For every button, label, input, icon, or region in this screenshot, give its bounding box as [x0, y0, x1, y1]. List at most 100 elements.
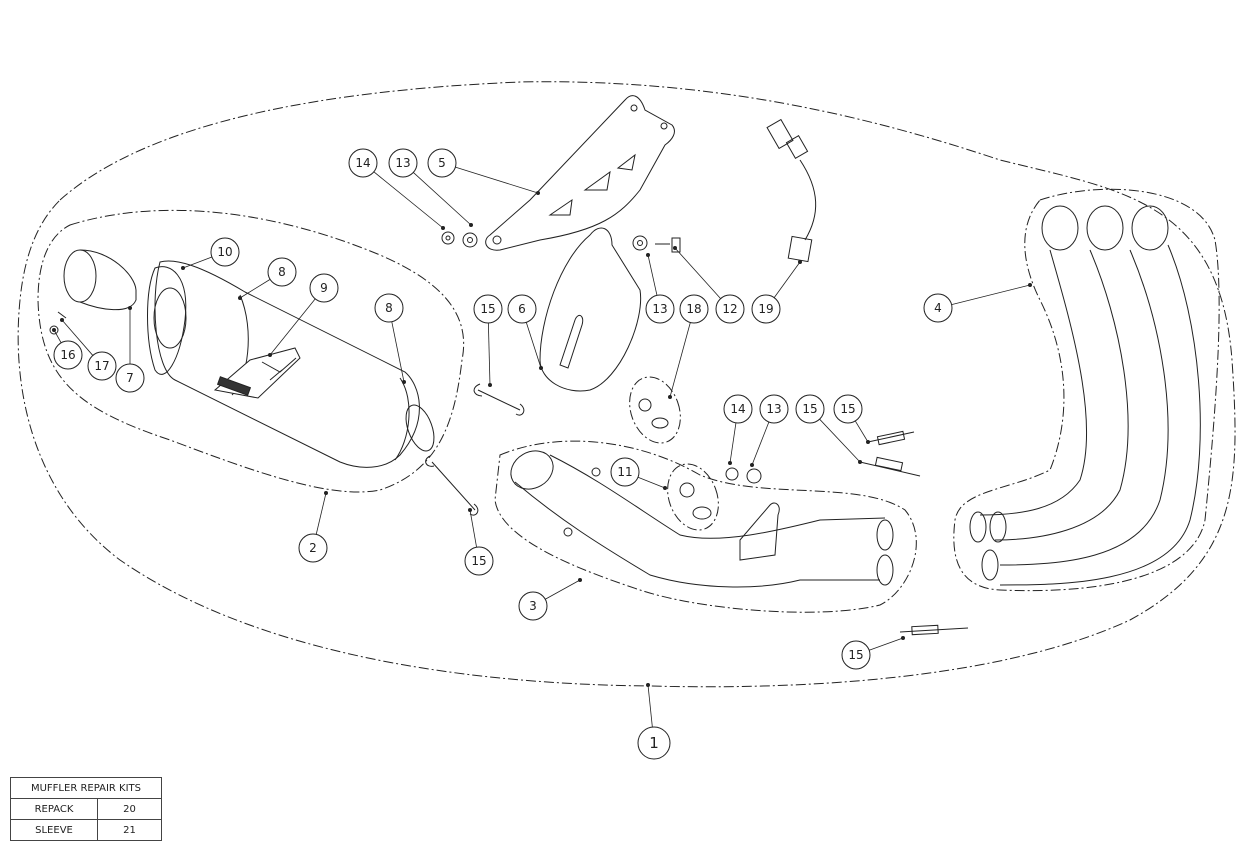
callout-11: 11: [610, 457, 667, 490]
callout-circle: [267, 257, 297, 287]
leader-line: [525, 322, 542, 369]
callout-14: 14: [348, 148, 445, 230]
callout-number: 15: [840, 402, 855, 416]
callout-12: 12: [673, 246, 745, 324]
callout-circle: [841, 640, 871, 670]
callout-circle: [645, 294, 675, 324]
leader-dot: [728, 461, 732, 465]
callout-1: 1: [637, 683, 671, 760]
callout-circle: [210, 237, 240, 267]
leader-dot: [488, 383, 492, 387]
callout-number: 13: [395, 156, 410, 170]
callout-circle: [53, 340, 83, 370]
callout-circle: [348, 148, 378, 178]
leader-line: [487, 322, 491, 386]
callout-3: 3: [518, 578, 582, 621]
callout-10: 10: [181, 237, 240, 270]
leader-dot: [268, 353, 272, 357]
leader-line: [819, 418, 861, 463]
callout-circle: [833, 394, 863, 424]
leader-line: [413, 172, 472, 226]
leader-dot: [1028, 283, 1032, 287]
callout-15: 15: [473, 294, 503, 387]
callout-number: 8: [385, 301, 393, 315]
callout-number: 5: [438, 156, 446, 170]
callout-number: 13: [652, 302, 667, 316]
leader-line: [854, 420, 869, 443]
callout-15: 15: [795, 394, 862, 464]
leader-line: [729, 422, 737, 464]
mid-pipe-part: [510, 450, 894, 588]
callout-16: 16: [52, 328, 83, 370]
callout-circle: [715, 294, 745, 324]
leader-dot: [750, 463, 754, 467]
callout-4: 4: [923, 283, 1032, 323]
mid-pipe-group-outline: [494, 440, 917, 613]
leader-dot: [578, 578, 582, 582]
callout-15: 15: [841, 636, 905, 670]
callout-circle: [637, 726, 671, 760]
callout-number: 12: [722, 302, 737, 316]
callout-circle: [795, 394, 825, 424]
callout-number: 18: [686, 302, 701, 316]
leader-dot: [646, 683, 650, 687]
leader-line: [669, 322, 691, 398]
callout-8: 8: [374, 293, 406, 384]
kit-number: 21: [97, 819, 162, 841]
header-group-outline: [953, 188, 1220, 592]
leader-dot: [668, 395, 672, 399]
callout-7: 7: [115, 306, 145, 393]
callout-circle: [374, 293, 404, 323]
muffler-part: [147, 260, 435, 468]
leader-dot: [901, 636, 905, 640]
callout-number: 15: [480, 302, 495, 316]
callout-circle: [759, 394, 789, 424]
callout-number: 17: [94, 359, 109, 373]
callout-circle: [679, 294, 709, 324]
callout-number: 14: [730, 402, 745, 416]
callout-17: 17: [60, 318, 117, 381]
callout-circle: [309, 273, 339, 303]
assembly-outline: [17, 81, 1236, 688]
callout-circle: [507, 294, 537, 324]
leader-dot: [798, 260, 802, 264]
kits-table-title: MUFFLER REPAIR KITS: [10, 777, 162, 799]
callout-circle: [610, 457, 640, 487]
callout-9: 9: [268, 273, 339, 357]
leader-line: [391, 321, 405, 383]
leader-line: [239, 279, 271, 299]
leader-dot: [536, 191, 540, 195]
callout-number: 19: [758, 302, 773, 316]
callout-2: 2: [298, 491, 328, 563]
leader-dot: [469, 223, 473, 227]
leader-dot: [539, 366, 543, 370]
callout-number: 13: [766, 402, 781, 416]
callout-number: 16: [60, 348, 75, 362]
leader-line: [182, 256, 213, 269]
leader-dot: [402, 380, 406, 384]
leader-line: [751, 421, 770, 466]
leader-dot: [673, 246, 677, 250]
callout-circle: [115, 363, 145, 393]
callout-number: 4: [934, 301, 942, 315]
leader-line: [647, 254, 658, 296]
bolt-group-outline-18: [629, 376, 681, 444]
end-cap-part: [49, 249, 137, 335]
leader-line: [61, 319, 94, 356]
callout-15: 15: [833, 394, 870, 444]
leader-line: [951, 284, 1031, 305]
leader-line: [674, 247, 721, 299]
callout-19: 19: [751, 260, 802, 324]
callout-number: 6: [518, 302, 526, 316]
callout-18: 18: [668, 294, 709, 399]
kit-name: SLEEVE: [10, 819, 98, 841]
leader-line: [315, 492, 327, 535]
leader-dot: [181, 266, 185, 270]
callout-circle: [723, 394, 753, 424]
leader-dot: [324, 491, 328, 495]
callout-15: 15: [464, 508, 494, 576]
callout-number: 9: [320, 281, 328, 295]
